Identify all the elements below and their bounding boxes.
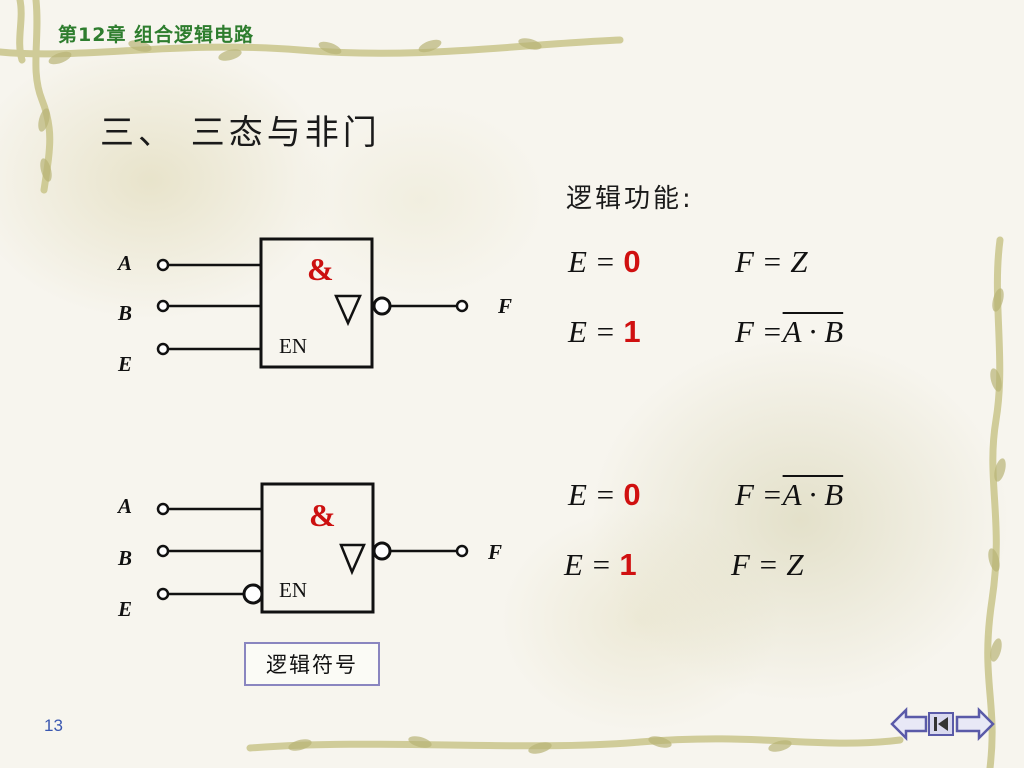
logic-function-title: 逻辑功能: — [566, 184, 694, 214]
prev-arrow-icon[interactable] — [890, 706, 928, 742]
equation-e: E = 1 — [568, 314, 641, 349]
equation-f: F =A · B — [735, 314, 844, 349]
equation-e: E = 0 — [568, 244, 641, 279]
pin-label-b: B — [118, 546, 133, 570]
tristate-triangle-icon — [339, 543, 366, 576]
equation-f: F =A · B — [735, 477, 844, 512]
pin-label-f: F — [488, 540, 503, 564]
input-a-terminal — [156, 258, 170, 272]
page-number: 13 — [44, 716, 63, 735]
input-e-terminal — [156, 342, 170, 356]
input-b-terminal — [156, 299, 170, 313]
section-title: 三、 三态与非门 — [100, 113, 381, 153]
and-symbol: & — [307, 251, 334, 287]
and-symbol: & — [309, 497, 336, 533]
tristate-triangle-icon — [334, 294, 362, 327]
active-low-enable-bubble — [242, 583, 264, 605]
output-f-terminal — [455, 544, 469, 558]
pin-label-f: F — [498, 294, 513, 318]
nand-expression: A · B — [782, 314, 844, 349]
equation-f: F = Z — [735, 244, 808, 279]
next-arrow-icon[interactable] — [955, 706, 995, 742]
output-f-terminal — [455, 299, 469, 313]
input-b-terminal — [156, 544, 170, 558]
input-a-terminal — [156, 502, 170, 516]
nand-expression: A · B — [782, 477, 844, 512]
equation-e: E = 1 — [564, 547, 637, 582]
first-page-icon[interactable] — [928, 706, 954, 742]
pin-label-b: B — [118, 301, 133, 325]
pin-label-e: E — [118, 597, 133, 621]
caption-logic-symbol: 逻辑符号 — [244, 642, 380, 686]
chapter-title: 第12章 组合逻辑电路 — [58, 24, 255, 46]
pin-label-e: E — [118, 352, 133, 376]
tristate-nand-gate-2 — [156, 482, 469, 614]
pin-label-a: A — [118, 251, 133, 275]
tristate-nand-gate-1 — [156, 237, 469, 369]
pin-label-a: A — [118, 494, 133, 518]
enable-label: EN — [279, 334, 307, 358]
gate-body — [259, 237, 374, 369]
inverter-bubble — [372, 541, 392, 561]
equation-e: E = 0 — [568, 477, 641, 512]
enable-label: EN — [279, 578, 307, 602]
inverter-bubble — [372, 296, 392, 316]
equation-f: F = Z — [731, 547, 804, 582]
input-e-terminal — [156, 587, 170, 601]
